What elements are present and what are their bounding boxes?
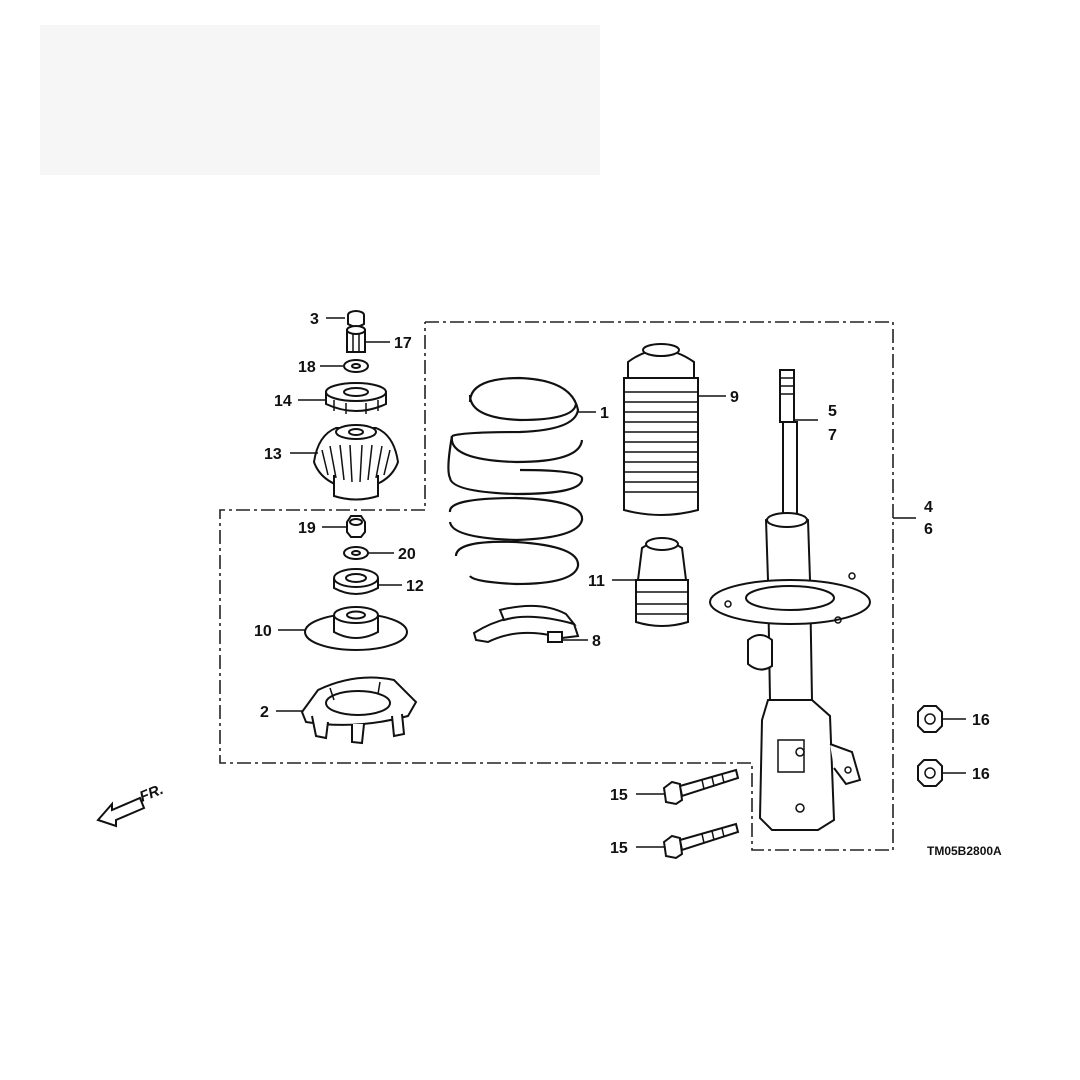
callout-16-lower: 16 — [972, 766, 990, 783]
part-15-bolt-lower — [662, 822, 740, 860]
part-16-nut-upper — [917, 705, 943, 733]
callout-3: 3 — [310, 311, 319, 328]
callout-17: 17 — [394, 335, 412, 352]
drawing-code: TM05B2800A — [927, 844, 1002, 858]
front-indicator-label: FR. — [137, 781, 166, 806]
callout-15-upper: 15 — [610, 787, 628, 804]
part-9-dust-boot — [623, 343, 699, 516]
callout-12: 12 — [406, 578, 424, 595]
faded-watermark-area — [40, 25, 600, 175]
callout-2: 2 — [260, 704, 269, 721]
callout-7: 7 — [828, 427, 837, 444]
callout-10: 10 — [254, 623, 272, 640]
part-15-bolt-upper — [662, 768, 740, 806]
part-17-nut — [346, 325, 366, 353]
callout-18: 18 — [298, 359, 316, 376]
part-8-lower-spring-seat — [472, 604, 580, 644]
callout-11: 11 — [588, 573, 605, 590]
part-16-nut-lower — [917, 759, 943, 787]
strut-assembly — [709, 369, 871, 831]
callout-20: 20 — [398, 546, 416, 563]
assembly-boundary — [219, 321, 894, 851]
leader-lines — [276, 317, 966, 848]
callout-16-upper: 16 — [972, 712, 990, 729]
callout-13: 13 — [264, 446, 282, 463]
part-10-upper-spring-seat — [304, 606, 408, 651]
part-20-washer — [343, 546, 369, 560]
part-2-spring-mount — [300, 676, 418, 745]
front-direction-arrow-icon — [96, 796, 146, 828]
callout-8: 8 — [592, 633, 601, 650]
part-18-washer — [343, 359, 369, 373]
callout-19: 19 — [298, 520, 316, 537]
callout-15-lower: 15 — [610, 840, 628, 857]
callout-4: 4 — [924, 499, 933, 516]
part-19-nut — [346, 515, 366, 538]
part-13-mount-rubber — [312, 424, 400, 501]
callout-1: 1 — [600, 405, 609, 422]
part-3-cap — [347, 310, 365, 328]
part-12-bearing — [333, 568, 379, 595]
callout-9: 9 — [730, 389, 739, 406]
part-14-mount-washer — [325, 382, 387, 414]
callout-5: 5 — [828, 403, 837, 420]
callout-6: 6 — [924, 521, 933, 538]
part-1-coil-spring — [447, 376, 584, 586]
callout-14: 14 — [274, 393, 292, 410]
part-11-bump-stop — [635, 537, 689, 627]
